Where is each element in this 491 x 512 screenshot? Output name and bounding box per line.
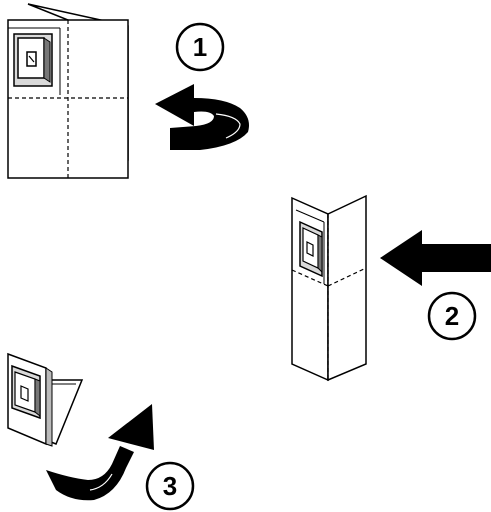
step-2-illustration [291,194,367,382]
curved-arrow-icon [155,84,249,150]
step-3-illustration [7,352,84,447]
step-1-illustration [7,3,129,179]
curved-arrow-icon [46,404,154,501]
step-2-badge: 2 [427,291,477,341]
device-box-icon [13,33,53,87]
step-1-badge: 1 [175,22,225,72]
folded-right-face [327,194,367,382]
step-3-number: 3 [163,471,177,501]
device-box-icon [299,220,323,278]
step-1-number: 1 [193,32,207,62]
step-3-badge: 3 [145,461,195,511]
step-2-number: 2 [445,301,459,331]
folded-left-face [291,196,329,382]
straight-arrow-icon [380,230,491,286]
device-box-icon [11,364,41,420]
